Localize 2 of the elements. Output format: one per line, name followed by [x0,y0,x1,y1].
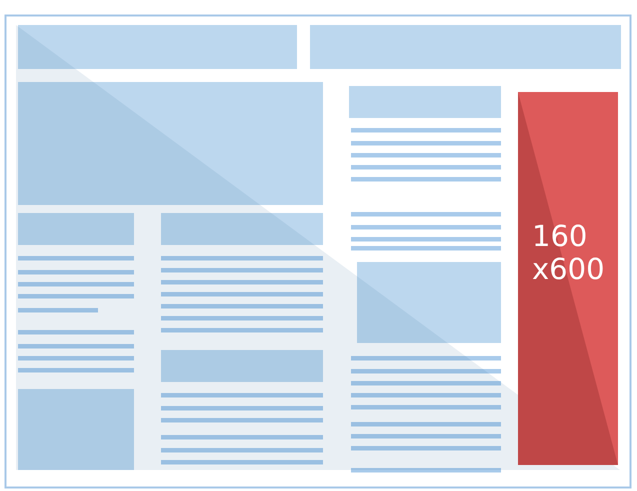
ad-banner [518,92,618,465]
ad-size-label: 160 x600 [532,220,606,286]
